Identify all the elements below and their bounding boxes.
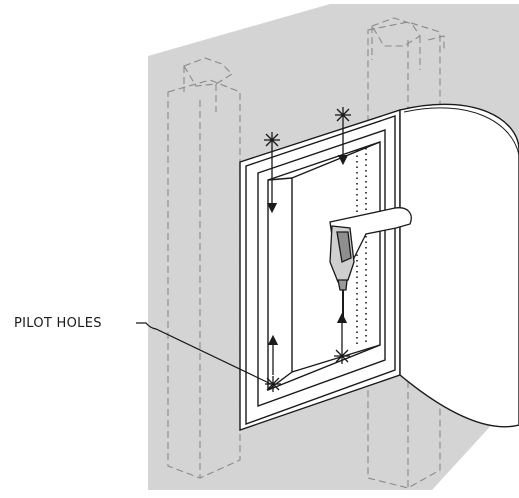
- cabinet-door: [399, 103, 519, 428]
- cabinet-frame: [239, 109, 405, 431]
- stud-cap-right: [427, 35, 445, 52]
- crosshair-mark-icon: [335, 107, 351, 123]
- drill-chuck: [337, 279, 348, 291]
- recess-depth-bottom: [267, 371, 293, 391]
- stud-right-outer: [367, 21, 441, 489]
- crosshair-mark-icon: [334, 348, 350, 364]
- stud-left-top: [183, 57, 233, 87]
- callout-leader: [136, 322, 272, 385]
- door-edge: [403, 107, 519, 156]
- pilot-hole-markers: [264, 107, 351, 392]
- drill-grip: [336, 231, 352, 263]
- pilot-holes-label: PILOT HOLES: [14, 316, 102, 331]
- stud-left-outer: [167, 79, 241, 479]
- crosshair-mark-icon: [265, 376, 281, 392]
- drill-icon: [329, 207, 412, 318]
- recess-back-wall-bottom: [291, 344, 381, 373]
- crosshair-mark-icon: [264, 132, 280, 148]
